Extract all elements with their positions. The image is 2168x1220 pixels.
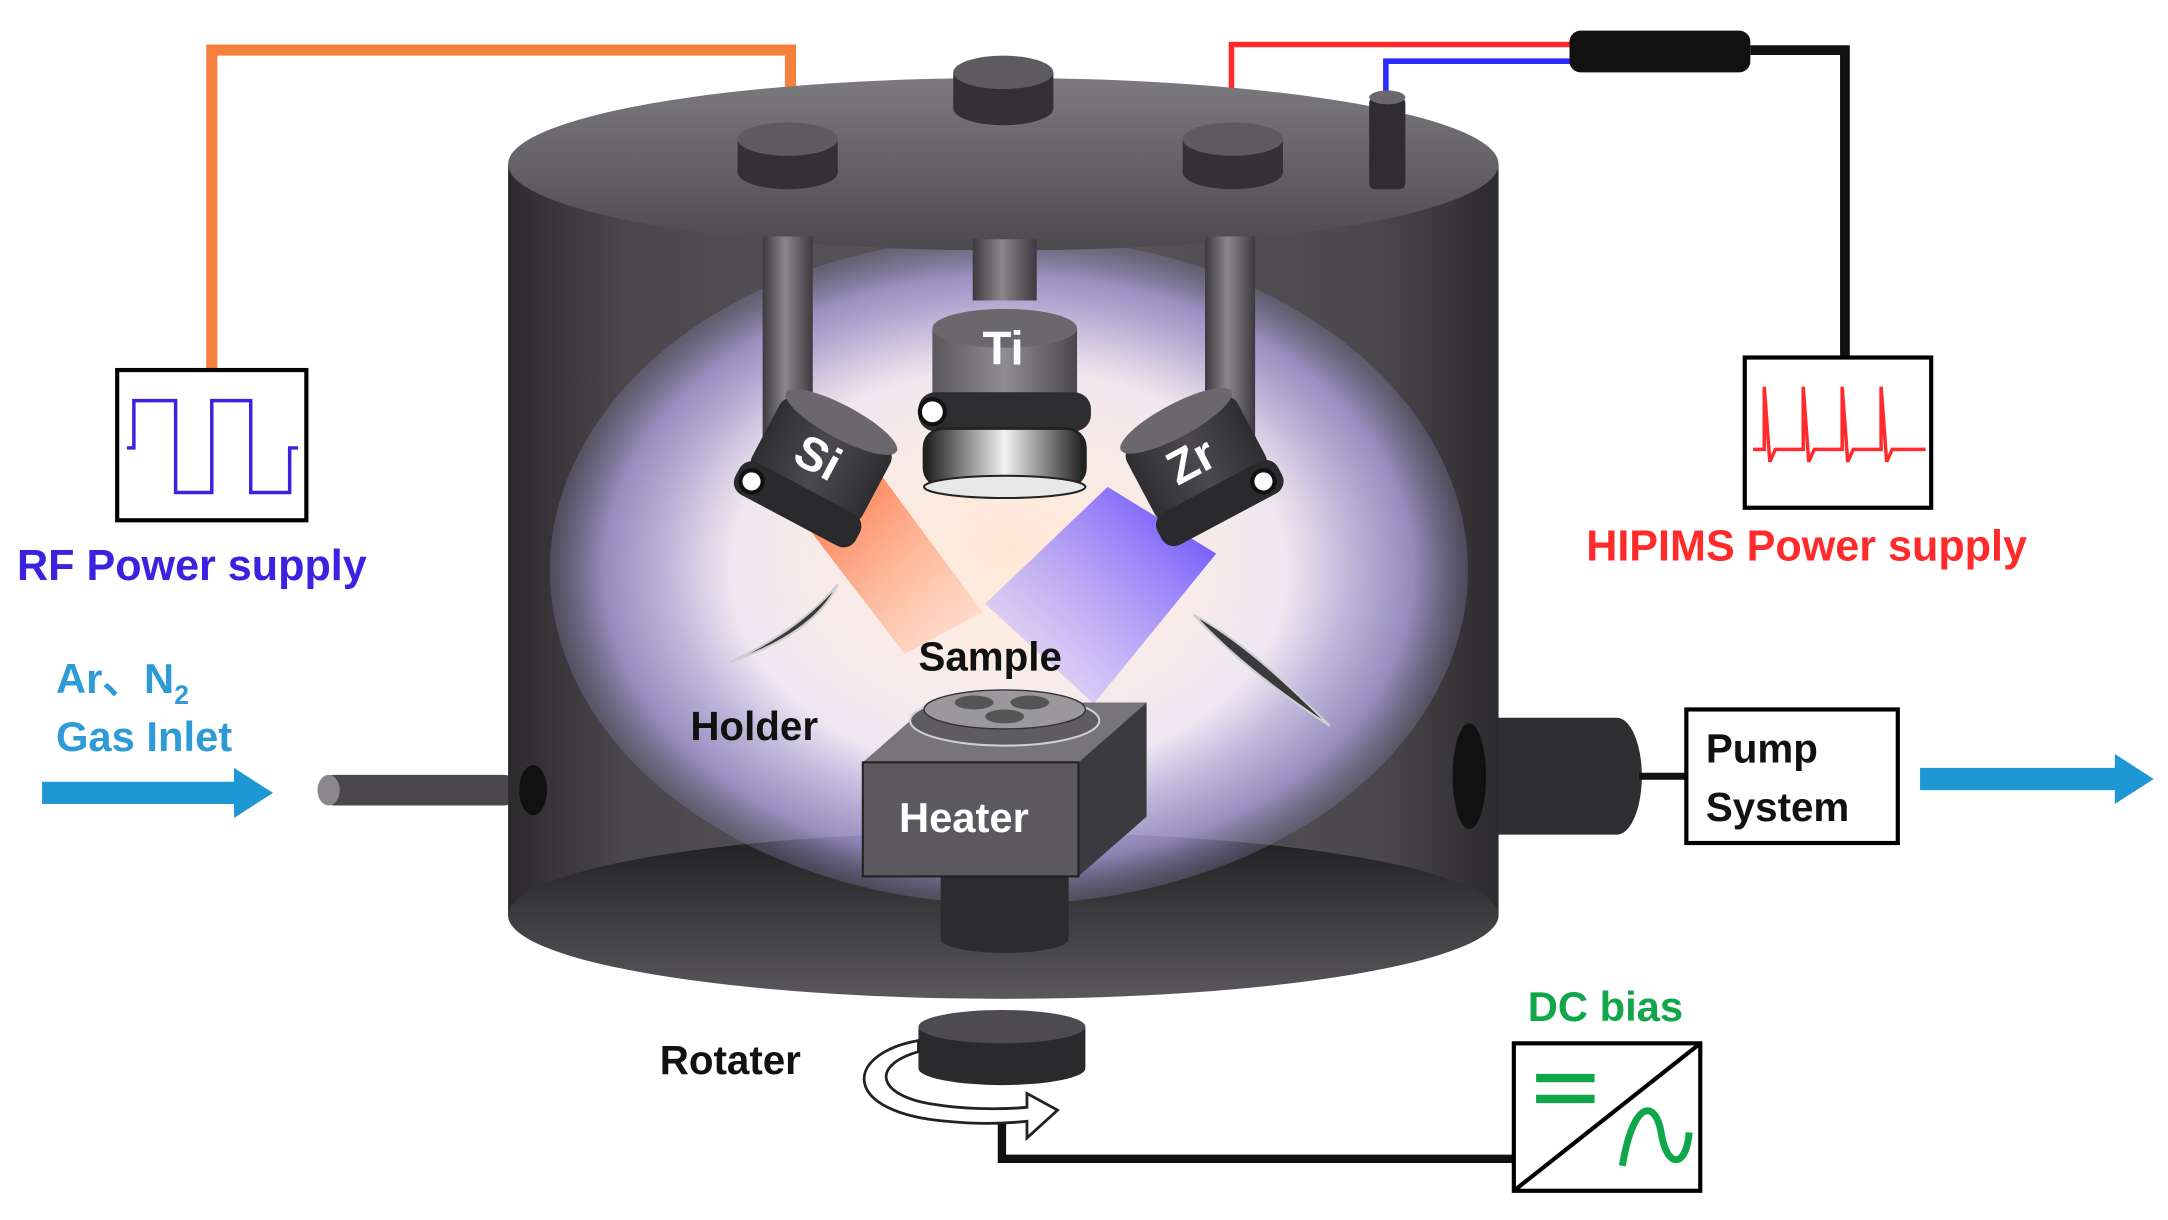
si-sputter-gun: Si: [733, 389, 898, 548]
pump-system: Pump System: [1497, 707, 2154, 846]
zr-sputter-gun: Zr: [1120, 387, 1284, 547]
hipims-black-cable: [1750, 45, 1850, 359]
hipims-power-supply: HIPIMS Power supply: [1228, 30, 2027, 571]
dc-bias-label: DC bias: [1528, 983, 1683, 1030]
gas-inlet-arrow: [42, 767, 273, 818]
rf-square-wave-icon: [126, 398, 299, 495]
gas-inlet-pipe: [320, 774, 518, 806]
chamber-lid: [508, 77, 1499, 251]
rotation-arrow-icon: [862, 1038, 1060, 1142]
gas-species-text: Ar、N: [56, 655, 174, 702]
gas-inlet-label: Gas Inlet: [56, 713, 232, 760]
dc-bias-cable: [997, 1124, 1514, 1163]
pump-label-line1: Pump: [1706, 725, 1818, 771]
heater-label: Heater: [899, 794, 1029, 841]
lid-fittings: [737, 55, 1406, 190]
dc-bias-supply: DC bias: [997, 983, 1703, 1193]
gas-species-label: Ar、N2: [56, 655, 189, 710]
sample-label: Sample: [918, 634, 1061, 680]
pump-port: [1452, 723, 1487, 830]
gas-inlet: Ar、N2 Gas Inlet: [42, 655, 518, 818]
pump-exhaust-arrow: [1920, 753, 2154, 805]
zr-plasma-beam: [985, 486, 1217, 704]
rotater-label: Rotater: [660, 1037, 801, 1083]
pump-duct: [1497, 717, 1642, 835]
ac-symbol-icon: [1618, 1107, 1693, 1167]
hipims-pulse-icon: [1753, 386, 1926, 463]
zr-shutter: [1193, 613, 1331, 728]
ti-target-label: Ti: [982, 322, 1023, 375]
heater-side: [1078, 702, 1147, 877]
pump-label-line2: System: [1706, 784, 1849, 830]
cable-connector: [1569, 30, 1751, 73]
gas-n-subscript: 2: [174, 680, 189, 710]
hipims-power-label: HIPIMS Power supply: [1586, 523, 2027, 571]
hipims-blue-cable: [1383, 58, 1576, 98]
rotater-shaft: [940, 862, 1069, 953]
holder-label: Holder: [690, 703, 818, 749]
gas-port: [519, 765, 548, 816]
ti-sputter-gun: Ti: [917, 308, 1091, 500]
hipims-power-box: [1742, 355, 1934, 510]
heater-front: [861, 761, 1080, 878]
pump-system-box: [1684, 707, 1900, 846]
si-shutter: [728, 583, 839, 664]
rf-power-label: RF Power supply: [17, 542, 367, 590]
rotater: Rotater: [660, 1009, 1086, 1142]
substrate-stage: Heater: [861, 689, 1147, 953]
